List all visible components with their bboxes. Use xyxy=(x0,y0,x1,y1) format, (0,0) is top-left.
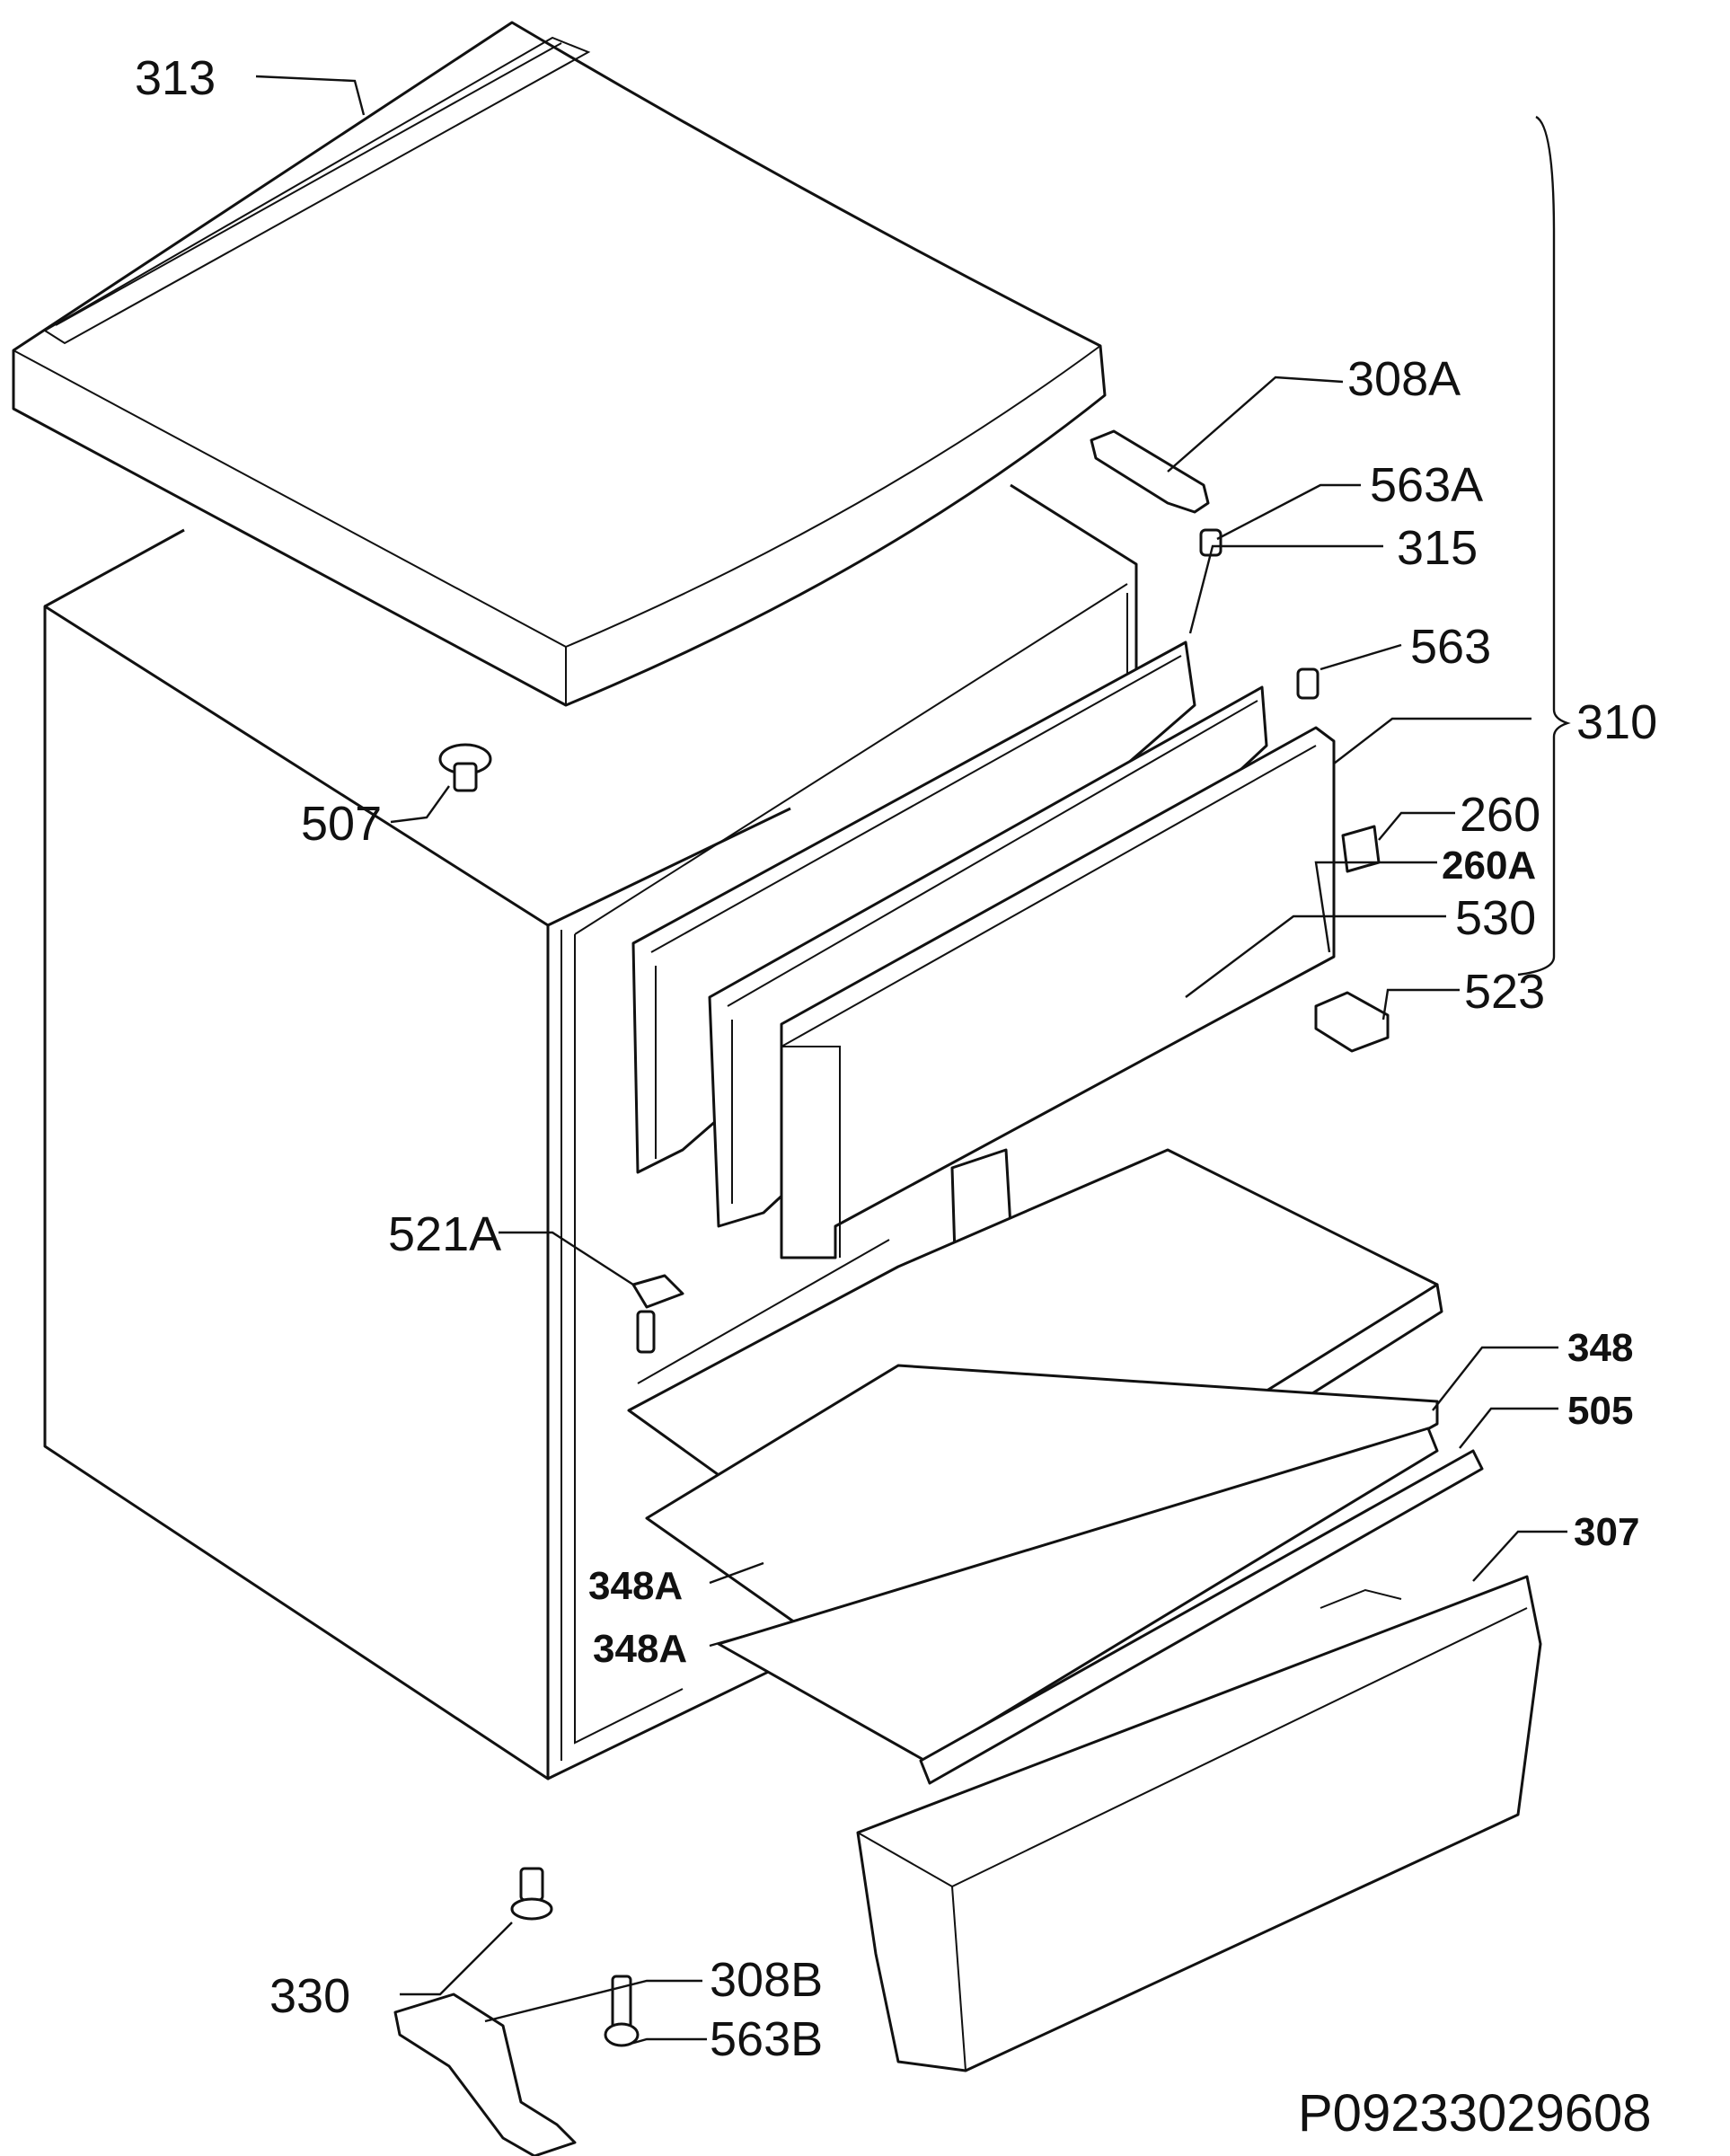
door-bin xyxy=(856,1575,1542,2072)
door-rail xyxy=(919,1449,1484,1785)
label-348: 348 xyxy=(1567,1326,1633,1370)
label-330: 330 xyxy=(269,1969,350,2023)
label-307: 307 xyxy=(1574,1510,1639,1554)
label-530: 530 xyxy=(1455,891,1536,945)
label-308A: 308A xyxy=(1347,352,1461,406)
label-563: 563 xyxy=(1410,620,1491,674)
drawing-code: P09233029608 xyxy=(1298,2084,1652,2143)
hinge-pin xyxy=(1296,667,1320,700)
label-313: 313 xyxy=(135,51,216,105)
hinge-bracket-bottom xyxy=(393,1993,577,2156)
label-563A: 563A xyxy=(1370,458,1483,512)
leader-lines xyxy=(255,75,1571,2046)
label-563B: 563B xyxy=(710,2012,823,2066)
top-cover xyxy=(12,21,1107,707)
label-260: 260 xyxy=(1460,788,1540,842)
label-260A: 260A xyxy=(1442,844,1536,888)
glass-shelf-bottom xyxy=(717,1427,1439,1763)
hinge-pin-bottom xyxy=(604,1975,640,2047)
label-315: 315 xyxy=(1397,521,1478,575)
label-310: 310 xyxy=(1576,695,1657,749)
hinge-bracket-top xyxy=(1090,429,1210,514)
shelf-support xyxy=(631,1274,684,1354)
label-348A-lower: 348A xyxy=(593,1627,687,1671)
label-348A-upper: 348A xyxy=(588,1564,683,1608)
door-latch xyxy=(1314,991,1390,1053)
label-521A: 521A xyxy=(388,1207,501,1261)
label-308B: 308B xyxy=(710,1953,823,2007)
door-stop xyxy=(1341,825,1381,873)
label-523: 523 xyxy=(1464,965,1545,1019)
label-505: 505 xyxy=(1567,1389,1633,1433)
adjustable-foot xyxy=(510,1867,553,1921)
foot-plug xyxy=(438,743,492,792)
label-507: 507 xyxy=(301,797,382,851)
